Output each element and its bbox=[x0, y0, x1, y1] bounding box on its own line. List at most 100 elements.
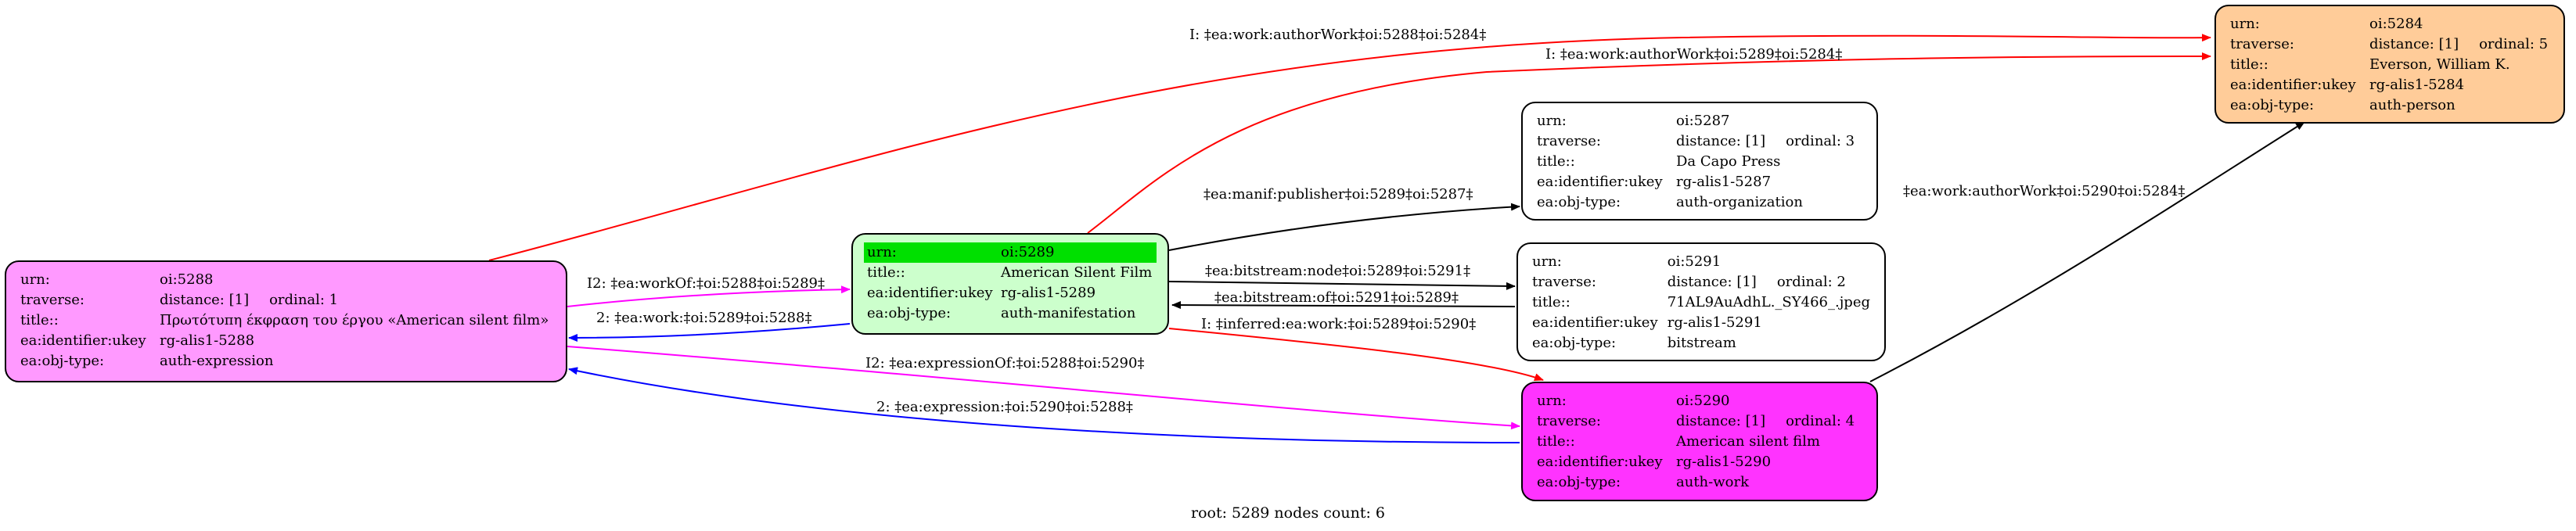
edge-label: I: ‡ea:work:authorWork‡oi:5288‡oi:5284‡ bbox=[1189, 27, 1486, 43]
attr-value: distance: [1] ordinal: 5 bbox=[2366, 34, 2551, 55]
node-oi-5290[interactable]: urn: oi:5290 traverse: distance: [1]ordina… bbox=[1521, 382, 1878, 501]
node-oi-5287[interactable]: urn:oi:5287 traverse:distance: [1]ordina… bbox=[1521, 102, 1878, 221]
ordinal-value: ordinal: 5 bbox=[2479, 36, 2549, 52]
attr-value: oi:5284 bbox=[2369, 16, 2423, 32]
node-oi-5288[interactable]: urn: oi:5288 traverse: distance: [1]ordina… bbox=[5, 260, 567, 382]
attr-value: rg-alis1-5289 bbox=[1000, 285, 1096, 301]
node-oi-5284[interactable]: urn: oi:5284 traverse: distance: [1] ordina… bbox=[2214, 5, 2565, 124]
attr-key: title:: bbox=[1537, 153, 1575, 170]
attr-row-urn: urn: oi:5287 bbox=[1534, 111, 1858, 131]
node-attributes-table: urn:oi:5289 title::American Silent Film … bbox=[864, 242, 1157, 324]
attr-key: traverse: bbox=[1532, 274, 1596, 290]
distance-value: distance: [1] bbox=[1676, 133, 1766, 149]
attr-key: urn: bbox=[1537, 393, 1567, 409]
attr-key: ea:identifier:ukey bbox=[1532, 314, 1658, 331]
node-attributes-table: urn: oi:5284 traverse: distance: [1] ordina… bbox=[2227, 14, 2551, 116]
edge-5288-workof-5289 bbox=[567, 285, 851, 307]
attr-value: oi:5290 bbox=[1676, 393, 1730, 409]
attr-key: title:: bbox=[1537, 433, 1575, 450]
attr-key: title:: bbox=[20, 312, 59, 328]
edge-label: I: ‡ea:work:authorWork‡oi:5289‡oi:5284‡ bbox=[1545, 46, 1842, 63]
attr-row-title: title::Πρωτότυπη έκφραση του έργου «Amer… bbox=[17, 310, 552, 331]
attr-row-title: title::Da Capo Press bbox=[1534, 152, 1858, 172]
attr-value: auth-manifestation bbox=[1000, 305, 1136, 321]
ordinal-value: ordinal: 1 bbox=[269, 292, 339, 308]
edge-label: ‡ea:manif:publisher‡oi:5289‡oi:5287‡ bbox=[1203, 186, 1473, 203]
edge-label: I: ‡inferred:ea:work:‡oi:5289‡oi:5290‡ bbox=[1201, 316, 1476, 332]
attr-row-urn: urn: oi:5284 bbox=[2227, 14, 2551, 34]
graph-footer: root: 5289 nodes count: 6 bbox=[1190, 504, 1386, 522]
node-oi-5291[interactable]: urn:oi:5291 traverse: distance: [1]ordina… bbox=[1516, 242, 1886, 361]
attr-key: traverse: bbox=[1537, 413, 1601, 429]
node-attributes-table: urn:oi:5287 traverse:distance: [1]ordina… bbox=[1534, 111, 1858, 213]
attr-key: ea:obj-type: bbox=[20, 353, 105, 369]
attr-row-obj-type: ea:obj-type:auth-organization bbox=[1534, 192, 1858, 213]
attr-row-traverse: traverse: distance: [1] ordinal: 5 bbox=[2227, 34, 2551, 55]
edge-5291-bitstreamof-5289 bbox=[1171, 301, 1516, 310]
attr-value: oi:5287 bbox=[1676, 113, 1730, 129]
attr-value: Everson, William K. bbox=[2369, 56, 2510, 73]
attr-key: urn: bbox=[2230, 16, 2260, 32]
edge-5289-authorwork-5284 bbox=[1087, 52, 2211, 234]
attr-key: urn: bbox=[1537, 113, 1567, 129]
edge-label: ‡ea:work:authorWork‡oi:5290‡oi:5284‡ bbox=[1903, 183, 2185, 199]
attr-value: distance: [1]ordinal: 4 bbox=[1673, 411, 1858, 432]
attr-value: distance: [1]ordinal: 2 bbox=[1664, 272, 1873, 292]
edge-5289-bitstreamnode-5291 bbox=[1168, 281, 1516, 290]
attr-value: Πρωτότυπη έκφραση του έργου «American si… bbox=[160, 312, 549, 328]
attr-key: ea:identifier:ukey bbox=[867, 285, 993, 301]
attr-value: auth-expression bbox=[160, 353, 274, 369]
attr-value: Da Capo Press bbox=[1676, 153, 1781, 170]
attr-value: oi:5289 bbox=[997, 242, 1157, 263]
attr-value: American silent film bbox=[1676, 433, 1820, 450]
attr-key: title:: bbox=[2230, 56, 2268, 73]
attr-row-obj-type: ea:obj-type: auth-person bbox=[2227, 95, 2551, 116]
edge-5288-authorwork-5284 bbox=[488, 34, 2211, 261]
attr-key: urn: bbox=[864, 242, 998, 263]
attr-key: ea:obj-type: bbox=[1532, 335, 1617, 351]
edge-5290-expression-5288 bbox=[568, 367, 1520, 443]
attr-key: traverse: bbox=[2230, 36, 2294, 52]
node-attributes-table: urn:oi:5291 traverse: distance: [1]ordina… bbox=[1529, 252, 1873, 353]
attr-value: rg-alis1-5287 bbox=[1676, 174, 1772, 190]
attr-key: urn: bbox=[20, 271, 50, 288]
edge-5288-expressionof-5290 bbox=[567, 346, 1520, 430]
attr-value: rg-alis1-5291 bbox=[1667, 314, 1762, 331]
attr-key: traverse: bbox=[1537, 133, 1601, 149]
attr-row-urn-highlighted: urn:oi:5289 bbox=[864, 242, 1157, 263]
attr-row-traverse: traverse:distance: [1]ordinal: 3 bbox=[1534, 131, 1858, 152]
distance-value: distance: [1] bbox=[2369, 36, 2459, 52]
attr-value: oi:5291 bbox=[1667, 253, 1722, 270]
attr-key: ea:identifier:ukey bbox=[1537, 174, 1663, 190]
edge-5289-publisher-5287 bbox=[1168, 203, 1520, 251]
attr-row-obj-type: ea:obj-type: auth-expression bbox=[17, 351, 552, 371]
attr-value: rg-alis1-5288 bbox=[160, 332, 255, 349]
edge-5289-work-5288 bbox=[568, 323, 851, 342]
attr-row-obj-type: ea:obj-type:auth-work bbox=[1534, 472, 1858, 493]
attr-value: oi:5288 bbox=[160, 271, 214, 288]
attr-value: rg-alis1-5290 bbox=[1676, 454, 1772, 470]
edge-label: 2: ‡ea:work:‡oi:5289‡oi:5288‡ bbox=[596, 310, 811, 326]
node-attributes-table: urn: oi:5288 traverse: distance: [1]ordina… bbox=[17, 270, 552, 371]
attr-row-traverse: traverse: distance: [1]ordinal: 2 bbox=[1529, 272, 1873, 292]
attr-row-title: title::American Silent Film bbox=[864, 263, 1157, 283]
attr-value: auth-organization bbox=[1676, 194, 1803, 210]
attr-row-traverse: traverse: distance: [1]ordinal: 1 bbox=[17, 290, 552, 310]
attr-key: ea:obj-type: bbox=[1537, 474, 1621, 490]
attr-row-urn: urn:oi:5291 bbox=[1529, 252, 1873, 272]
edge-5289-inferredwork-5290 bbox=[1168, 328, 1544, 381]
attr-value: rg-alis1-5284 bbox=[2369, 77, 2465, 93]
edge-label: I2: ‡ea:workOf:‡oi:5288‡oi:5289‡ bbox=[587, 275, 825, 292]
attr-value: auth-person bbox=[2369, 97, 2455, 113]
attr-key: ea:obj-type: bbox=[2230, 97, 2315, 113]
node-oi-5289-root[interactable]: urn:oi:5289 title::American Silent Film … bbox=[851, 233, 1169, 335]
attr-key: ea:identifier:ukey bbox=[20, 332, 146, 349]
attr-key: title:: bbox=[867, 264, 905, 281]
edge-label: I2: ‡ea:expressionOf:‡oi:5288‡oi:5290‡ bbox=[865, 355, 1144, 371]
attr-row-urn: urn: oi:5290 bbox=[1534, 391, 1858, 411]
attr-row-ukey: ea:identifier:ukey rg-alis1-5288 bbox=[17, 331, 552, 351]
attr-key: traverse: bbox=[20, 292, 85, 308]
attr-row-ukey: ea:identifier:ukey rg-alis1-5287 bbox=[1534, 172, 1858, 192]
attr-value: distance: [1]ordinal: 1 bbox=[157, 290, 552, 310]
